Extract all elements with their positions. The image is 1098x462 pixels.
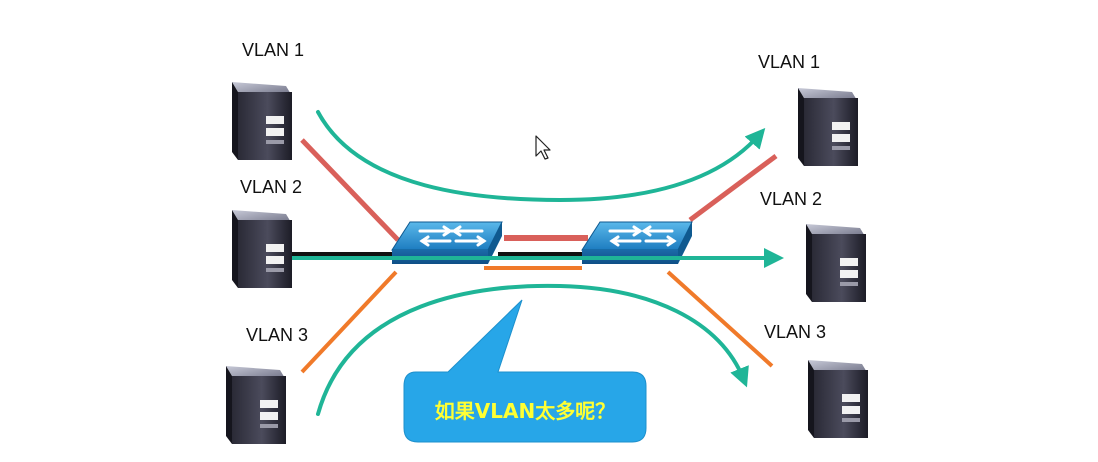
mouse-cursor-icon — [535, 135, 551, 160]
server-tower-icon — [798, 88, 858, 166]
host-right-vlan1 — [798, 88, 858, 166]
host-left-vlan1 — [232, 82, 292, 160]
callout-text: 如果VLAN太多呢？ — [435, 399, 615, 423]
host-left-vlan3 — [226, 366, 286, 444]
vlan-label-left-3: VLAN 3 — [246, 325, 308, 345]
vlan3-link-left — [300, 270, 398, 374]
traffic-arrows — [288, 110, 784, 416]
switch-left — [391, 221, 503, 264]
vlan1-traffic-arrow — [316, 110, 766, 203]
vlan3-link-right — [666, 270, 774, 368]
host-right-vlan3 — [808, 360, 868, 438]
server-tower-icon — [232, 82, 292, 160]
vlan-label-left-1: VLAN 1 — [242, 40, 304, 60]
vlan3-traffic-arrow — [316, 283, 749, 416]
server-tower-icon — [806, 224, 866, 302]
vlan-label-right-1: VLAN 1 — [758, 52, 820, 72]
network-switch-icon — [581, 221, 693, 264]
vlan-label-left-2: VLAN 2 — [240, 177, 302, 197]
host-left-vlan2 — [232, 210, 292, 288]
vlan1-link-right — [688, 153, 778, 223]
inter-switch-links — [484, 235, 588, 270]
server-tower-icon — [232, 210, 292, 288]
host-right-vlan2 — [806, 224, 866, 302]
server-tower-icon — [226, 366, 286, 444]
vlan-label-right-3: VLAN 3 — [764, 322, 826, 342]
vlan-label-right-2: VLAN 2 — [760, 189, 822, 209]
vlan1-link-left — [300, 138, 400, 242]
switch-right — [581, 221, 693, 264]
network-switch-icon — [391, 221, 503, 264]
vlan-links — [288, 138, 778, 374]
callout-bubble: 如果VLAN太多呢？ — [403, 299, 647, 443]
server-tower-icon — [808, 360, 868, 438]
